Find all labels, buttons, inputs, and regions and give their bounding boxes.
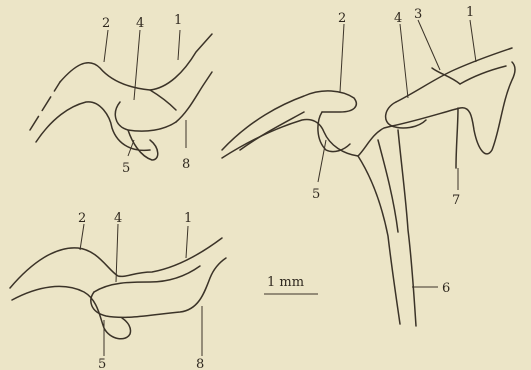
label-1: 1 — [174, 13, 182, 28]
label-2: 2 — [102, 16, 110, 31]
label-2-right: 2 — [338, 11, 346, 26]
label-7-right: 7 — [452, 193, 460, 208]
label-4-lower: 4 — [114, 211, 122, 226]
label-8-lower: 8 — [196, 357, 204, 370]
label-3-right: 3 — [414, 7, 422, 22]
label-4: 4 — [136, 16, 144, 31]
label-5: 5 — [122, 161, 130, 176]
scale-bar-label: 1 mm — [267, 275, 304, 290]
label-5-right: 5 — [312, 187, 320, 202]
label-2-lower: 2 — [78, 211, 86, 226]
label-4-right: 4 — [394, 11, 402, 26]
label-1-lower: 1 — [184, 211, 192, 226]
label-8: 8 — [182, 157, 190, 172]
label-6-right: 6 — [442, 281, 450, 296]
label-5-lower: 5 — [98, 357, 106, 370]
label-1-right: 1 — [466, 5, 474, 20]
